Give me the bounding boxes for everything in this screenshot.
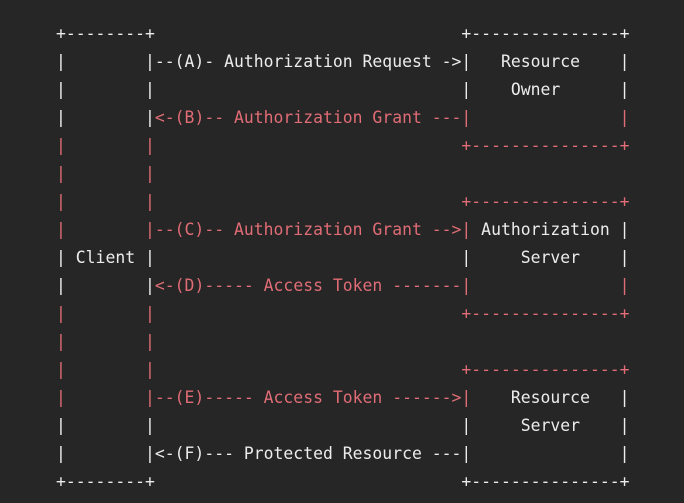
diagram-line-12: | | <box>56 328 630 356</box>
diagram-line-3: | | | Owner | <box>56 76 630 104</box>
client-label-and-server-label: | Client | | Server | <box>56 248 630 267</box>
client-bottom-border-and-resource-server-bottom-border: +--------+ +---------------+ <box>56 472 630 491</box>
resource-server-top-border: | | +---------------+ <box>56 360 630 379</box>
diagram-line-4: | |<-(B)-- Authorization Grant ---| | <box>56 104 630 132</box>
authorization-server-inner-space <box>471 276 619 295</box>
resource-owner-inner-space <box>471 108 619 127</box>
diagram-line-10: | |<-(D)----- Access Token -------| | <box>56 272 630 300</box>
step-a-authorization-request: | |--(A)- Authorization Request ->| Reso… <box>56 52 630 71</box>
diagram-line-8: | |--(C)-- Authorization Grant -->| Auth… <box>56 216 630 244</box>
authorization-server-label: Authorization | <box>471 220 630 239</box>
authorization-server-right-border: | <box>619 276 630 295</box>
resource-server-label: Resource | <box>471 388 630 407</box>
diagram-line-17: +--------+ +---------------+ <box>56 468 630 496</box>
diagram-line-9: | Client | | Server | <box>56 244 630 272</box>
diagram-line-1: +--------+ +---------------+ <box>56 20 630 48</box>
diagram-line-13: | | +---------------+ <box>56 356 630 384</box>
resource-owner-right-border: | <box>619 108 630 127</box>
diagram-line-14: | |--(E)----- Access Token ------>| Reso… <box>56 384 630 412</box>
client-top-border-and-resource-owner-top-border: +--------+ +---------------+ <box>56 24 630 43</box>
client-side-borders-2: | | <box>56 332 155 351</box>
resource-owner-label-line: | | | Owner | <box>56 80 630 99</box>
resource-server-label-line-2: | | | Server | <box>56 416 630 435</box>
step-b-authorization-grant: <-(B)-- Authorization Grant ---| <box>154 108 472 127</box>
resource-owner-bottom-border: | | +---------------+ <box>56 136 630 155</box>
client-left-border-2: | | <box>56 276 155 295</box>
step-e-access-token: | |--(E)----- Access Token ------>| <box>56 388 472 407</box>
step-d-access-token: <-(D)----- Access Token -------| <box>154 276 472 295</box>
diagram-line-2: | |--(A)- Authorization Request ->| Reso… <box>56 48 630 76</box>
step-c-authorization-grant: | |--(C)-- Authorization Grant -->| <box>56 220 472 239</box>
diagram-line-6: | | <box>56 160 630 188</box>
authorization-server-bottom-border: | | +---------------+ <box>56 304 630 323</box>
oauth-flow-ascii-diagram: +--------+ +---------------+ | |--(A)- Au… <box>56 20 630 496</box>
diagram-line-15: | | | Server | <box>56 412 630 440</box>
diagram-line-7: | | +---------------+ <box>56 188 630 216</box>
diagram-line-16: | |<-(F)--- Protected Resource ---| | <box>56 440 630 468</box>
authorization-server-top-border: | | +---------------+ <box>56 192 630 211</box>
client-side-borders: | | <box>56 164 155 183</box>
client-left-border: | | <box>56 108 155 127</box>
diagram-line-5: | | +---------------+ <box>56 132 630 160</box>
diagram-line-11: | | +---------------+ <box>56 300 630 328</box>
step-f-protected-resource: | |<-(F)--- Protected Resource ---| | <box>56 444 630 463</box>
